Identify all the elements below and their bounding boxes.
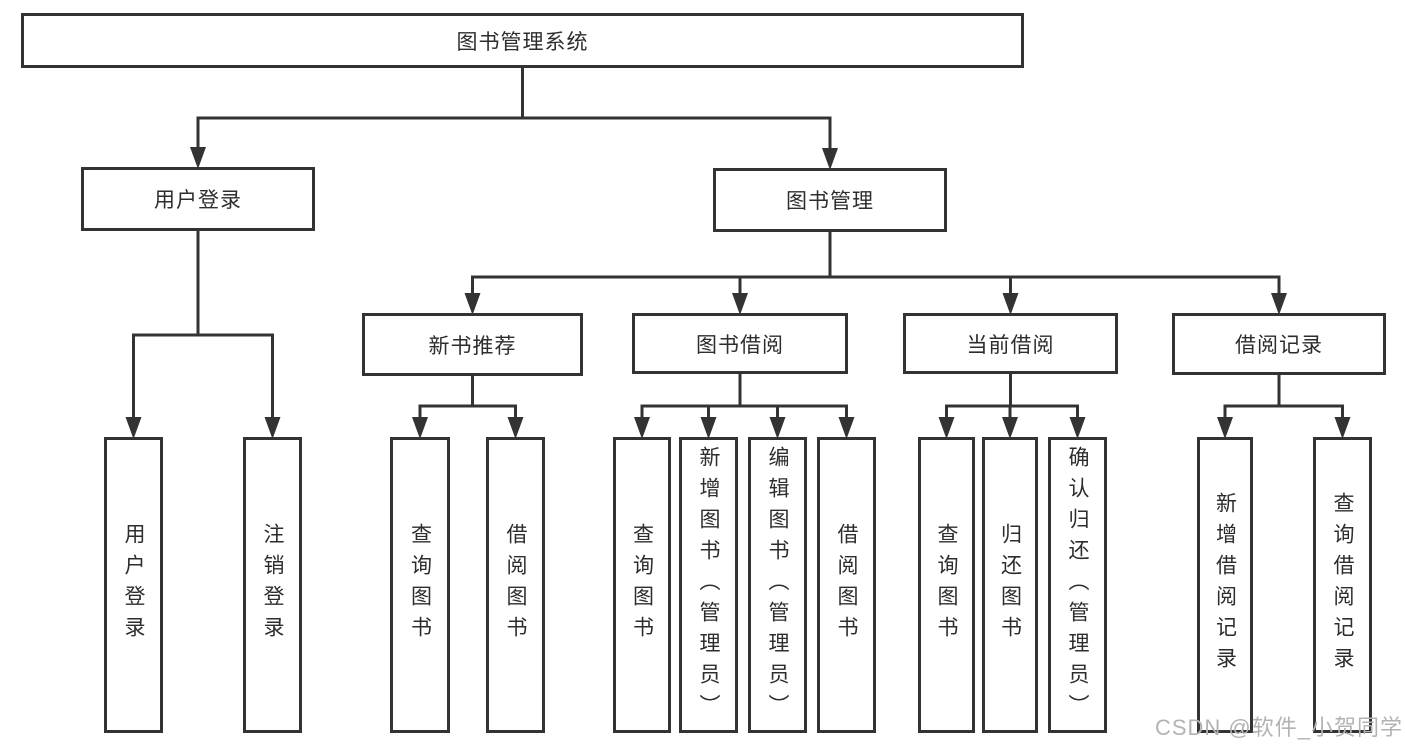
arrowhead-icon	[1002, 417, 1018, 439]
node-book-management-label: 图书管理	[786, 190, 874, 213]
node-book-borrowing-label: 图书借阅	[696, 333, 784, 357]
node-query-books: 查询图书	[918, 437, 975, 733]
node-add-books-admin: 新增图书（管理员）	[679, 437, 738, 733]
arrowhead-icon	[769, 417, 786, 439]
node-query-books: 查询图书	[613, 437, 671, 733]
node-new-book-recommendation-label: 新书推荐	[428, 334, 517, 358]
node-new-book-recommendation: 新书推荐	[362, 313, 583, 376]
node-return-books-label: 归还图书	[998, 523, 1022, 647]
node-add-borrow-record-label: 新增借阅记录	[1213, 492, 1237, 678]
node-add-books-admin-label: 新增图书（管理员）	[697, 445, 720, 725]
node-borrowing-records-label: 借阅记录	[1235, 334, 1323, 357]
node-logout-label: 注销登录	[261, 523, 284, 647]
node-user-login-group: 用户登录	[81, 167, 315, 231]
arrowhead-icon	[125, 417, 142, 439]
arrowhead-icon	[822, 148, 838, 170]
node-edit-books-admin-label: 编辑图书（管理员）	[766, 445, 789, 725]
arrowhead-icon	[1217, 417, 1233, 439]
node-confirm-return-admin: 确认归还（管理员）	[1048, 437, 1107, 733]
node-query-books-label: 查询图书	[408, 523, 432, 647]
node-book-management: 图书管理	[713, 168, 947, 232]
arrowhead-icon	[190, 147, 206, 169]
node-query-books: 查询图书	[390, 437, 450, 733]
node-query-borrow-record: 查询借阅记录	[1313, 437, 1372, 733]
arrowhead-icon	[700, 417, 717, 439]
node-library-management-system-label: 图书管理系统	[456, 30, 589, 54]
node-borrow-books-label: 借阅图书	[504, 523, 527, 647]
node-add-borrow-record: 新增借阅记录	[1197, 437, 1253, 733]
node-borrowing-records: 借阅记录	[1172, 313, 1386, 375]
arrowhead-icon	[264, 417, 281, 439]
arrowhead-icon	[634, 417, 650, 439]
node-user-login-label: 用户登录	[122, 523, 145, 647]
arrowhead-icon	[938, 417, 955, 439]
arrowhead-icon	[464, 293, 481, 315]
arrowhead-icon	[1069, 417, 1086, 439]
arrowhead-icon	[1271, 293, 1287, 315]
arrowhead-icon	[1334, 417, 1351, 439]
arrowhead-icon	[732, 293, 748, 315]
node-book-borrowing: 图书借阅	[632, 313, 848, 374]
node-current-borrowing-label: 当前借阅	[966, 333, 1055, 357]
node-library-management-system: 图书管理系统	[21, 13, 1024, 68]
node-query-books-label: 查询图书	[935, 523, 958, 647]
node-return-books: 归还图书	[982, 437, 1038, 733]
node-user-login: 用户登录	[104, 437, 163, 733]
node-borrow-books: 借阅图书	[486, 437, 545, 733]
node-query-borrow-record-label: 查询借阅记录	[1331, 492, 1354, 678]
node-logout: 注销登录	[243, 437, 302, 733]
node-current-borrowing: 当前借阅	[903, 313, 1118, 374]
node-edit-books-admin: 编辑图书（管理员）	[748, 437, 807, 733]
node-user-login-group-label: 用户登录	[154, 189, 242, 212]
arrowhead-icon	[1002, 293, 1019, 315]
node-confirm-return-admin-label: 确认归还（管理员）	[1066, 445, 1089, 725]
node-borrow-books: 借阅图书	[817, 437, 876, 733]
csdn-watermark: CSDN @软件_小贺同学	[1154, 715, 1403, 740]
arrowhead-icon	[412, 417, 428, 439]
node-borrow-books-label: 借阅图书	[835, 523, 858, 647]
arrowhead-icon	[507, 417, 524, 439]
node-query-books-label: 查询图书	[630, 523, 654, 647]
arrowhead-icon	[838, 417, 855, 439]
